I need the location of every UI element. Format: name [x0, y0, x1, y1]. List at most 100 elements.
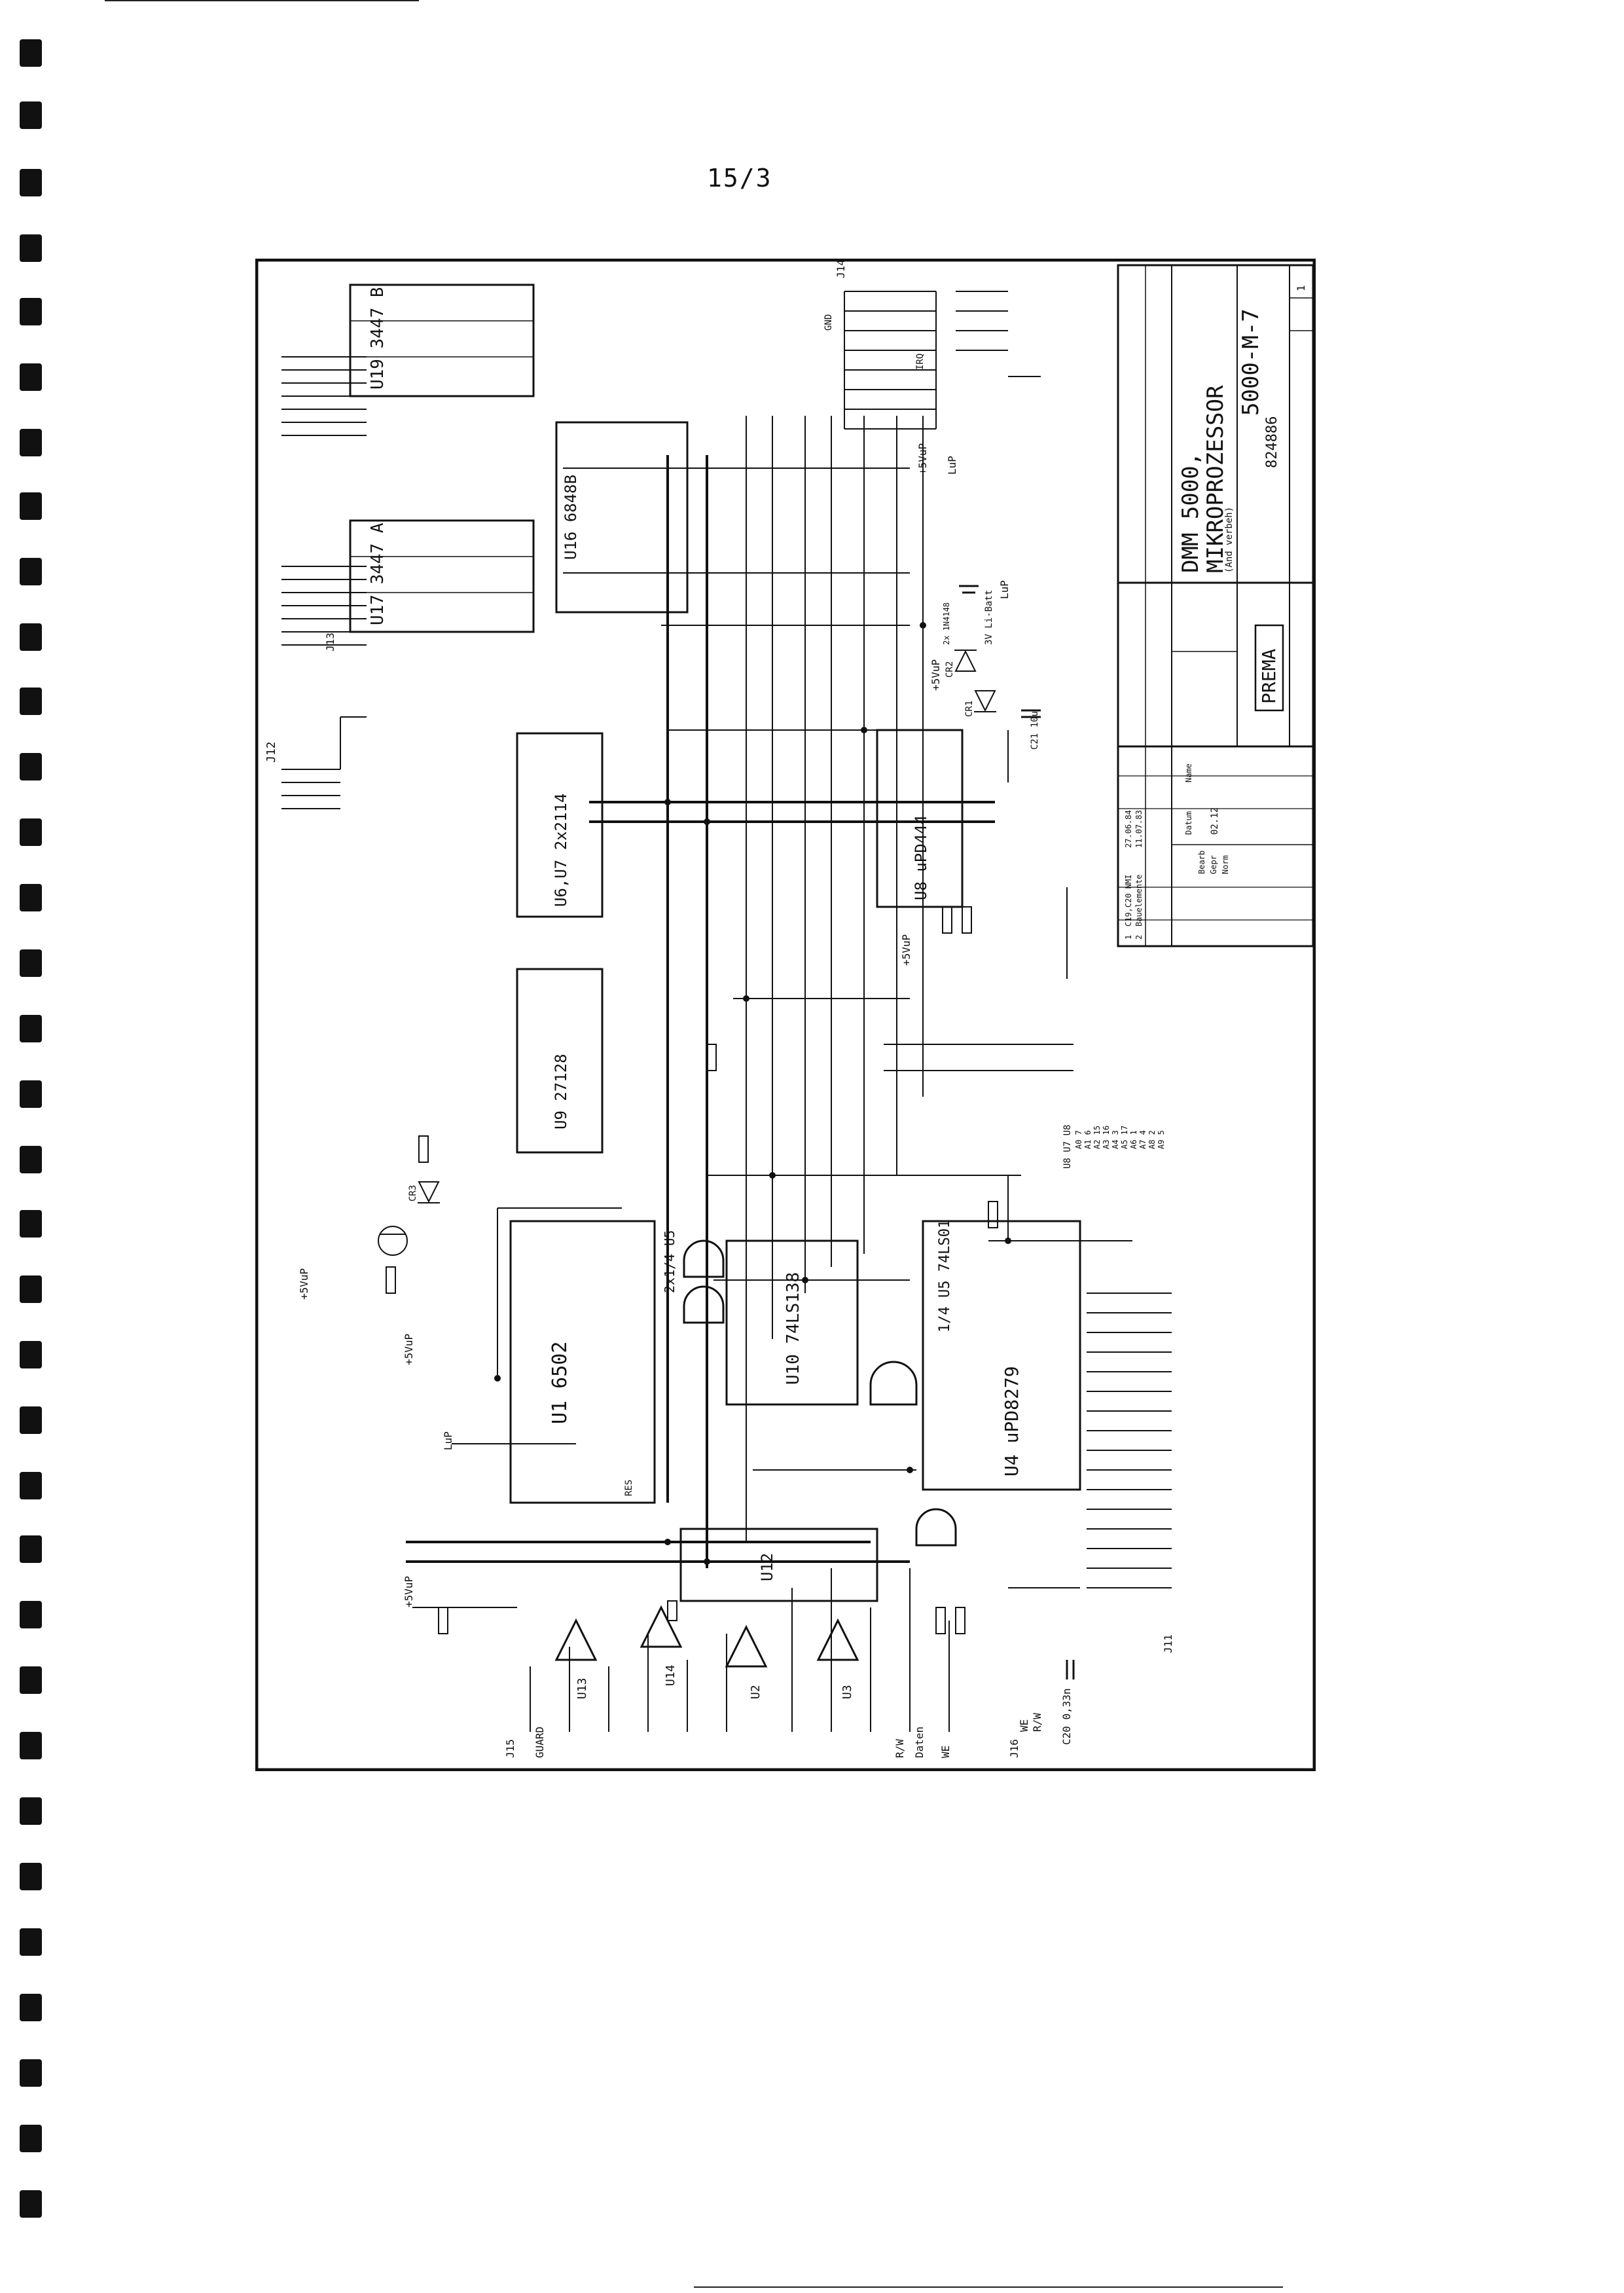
bus-lines [281, 291, 1172, 1732]
punch-hole [20, 1928, 42, 1956]
address-row: A7 4 [1138, 1130, 1147, 1149]
opamp-u2: U2 [725, 1624, 768, 1699]
punch-hole [20, 623, 42, 651]
lup-label: LuP [442, 1431, 454, 1450]
punch-hole [20, 429, 42, 456]
lup-label: LuP [998, 580, 1011, 599]
we-label: WE [1018, 1719, 1030, 1732]
address-row: A0 7 [1074, 1130, 1083, 1149]
c20-label: C20 0,33n [1060, 1688, 1073, 1745]
ic-u16: U16 6848B GND [555, 314, 834, 614]
junction-dots [494, 622, 1011, 1565]
ic-u9: U9 27128 [516, 968, 604, 1154]
gate-u5b: 2x1/4 U5 [662, 1230, 725, 1324]
cr1-label: CR1 [964, 701, 975, 717]
punch-hole [20, 753, 42, 780]
vcc-label: +5VuP [916, 443, 929, 475]
revision-no: 2 [1134, 935, 1144, 940]
j16-label: J16 [1008, 1739, 1020, 1758]
drawing-number: 824886 [1264, 416, 1280, 468]
revision-no: 1 [1124, 935, 1133, 940]
battery: 3V Li-Batt 2x 1N4148 [942, 585, 994, 645]
irq-label: IRQ [915, 354, 926, 370]
j14-label: J14 [835, 259, 847, 278]
u2-label: U2 [749, 1685, 763, 1699]
u1-label: U1 6502 [549, 1342, 571, 1424]
punch-hole [20, 2125, 42, 2152]
u9-label: U9 27128 [552, 1054, 570, 1129]
net-labels: +5VuP +5VuP +5VuP +5VuP +5VuP +5VuP LuP … [298, 354, 1043, 1758]
j12-label: J12 [264, 741, 278, 763]
u19-label: U19 3447 B [368, 287, 388, 390]
punch-hole [20, 234, 42, 262]
cr2-label: CR2 [945, 661, 955, 678]
punch-hole [20, 1797, 42, 1825]
ic-u12: U12 [679, 1528, 878, 1602]
address-row: A9 5 [1157, 1130, 1166, 1149]
drawing-frame [255, 259, 1316, 1771]
ic-u10: U10 74LS138 [725, 1239, 859, 1406]
punch-hole [20, 558, 42, 585]
title-line2: MIKROPROZESSOR [1202, 385, 1229, 573]
title-header-label: Bearb [1197, 851, 1206, 874]
punch-hole [20, 1472, 42, 1499]
address-row: A5 17 [1120, 1126, 1129, 1149]
diode-cr1: CR1 [964, 690, 996, 717]
revision-text: Bauelemente [1134, 875, 1144, 926]
u12-label: U12 [758, 1553, 776, 1581]
address-row: A1 6 [1083, 1130, 1092, 1149]
j13-label: J13 [324, 633, 336, 651]
punch-hole [20, 884, 42, 911]
connector-labels: J12 J13 J14 J15 J16 J11 [264, 259, 1174, 1758]
revision-date: 27.06.84 [1124, 810, 1133, 848]
address-row: A6 1 [1129, 1130, 1138, 1149]
u16-label: U16 6848B [562, 475, 580, 560]
u8-label: U8 uPD444 [912, 815, 930, 900]
res-label: RES [624, 1480, 634, 1496]
schematic-sheet: DMM 5000, MIKROPROZESSOR (And verbeh) 50… [255, 259, 1316, 1771]
u17-label: U17 3447 A [368, 523, 388, 625]
title-header-label: Datum [1184, 811, 1193, 835]
punch-hole [20, 492, 42, 520]
ic-u19: U19 3447 B [349, 284, 535, 397]
diode-pair-label: 2x 1N4148 [942, 602, 951, 645]
vcc-label: +5VuP [900, 934, 912, 966]
lup-label: LuP [946, 456, 958, 475]
punch-hole [20, 1146, 42, 1173]
resistors [386, 906, 998, 1634]
punch-hole [20, 1210, 42, 1238]
opamp-u14: U14 [640, 1605, 683, 1686]
u5b-label: 2x1/4 U5 [662, 1230, 677, 1293]
daten-label: Daten [913, 1727, 926, 1758]
company-box [1254, 624, 1284, 712]
punch-hole [20, 298, 42, 325]
title-line1: DMM 5000, [1178, 452, 1204, 573]
title-note: (And verbeh) [1224, 507, 1235, 573]
revision-date: 11.07.83 [1134, 810, 1144, 848]
punch-hole [20, 101, 42, 129]
punch-hole [20, 1080, 42, 1108]
title-block: DMM 5000, MIKROPROZESSOR (And verbeh) 50… [1117, 264, 1314, 947]
company-name: PREMA [1258, 649, 1280, 704]
u14-label: U14 [664, 1664, 677, 1686]
we-label: WE [939, 1746, 952, 1758]
punch-hole [20, 363, 42, 391]
ic-u4: U4 uPD8279 [922, 1220, 1081, 1491]
punch-hole [20, 1601, 42, 1628]
u3-label: U3 [840, 1685, 854, 1699]
punch-hole [20, 1015, 42, 1042]
address-row: A2 15 [1092, 1126, 1102, 1149]
punch-hole [20, 1666, 42, 1694]
title-date: 02.12 [1210, 807, 1220, 835]
sheet-number: 1 [1295, 285, 1307, 291]
capacitor-c20: C20 0,33n [1060, 1660, 1075, 1745]
diode-cr3: CR3 [408, 1181, 440, 1203]
gate-u5a: 1/4 U5 74LS01 [869, 1220, 953, 1406]
title-header-label: Name [1184, 763, 1193, 782]
address-row: A4 3 [1111, 1130, 1120, 1149]
punch-hole [20, 2059, 42, 2087]
scan-edge-line [105, 0, 419, 1]
u13-label: U13 [575, 1678, 589, 1699]
rw-label: R/W [893, 1739, 906, 1758]
guard-label: GUARD [533, 1727, 546, 1758]
